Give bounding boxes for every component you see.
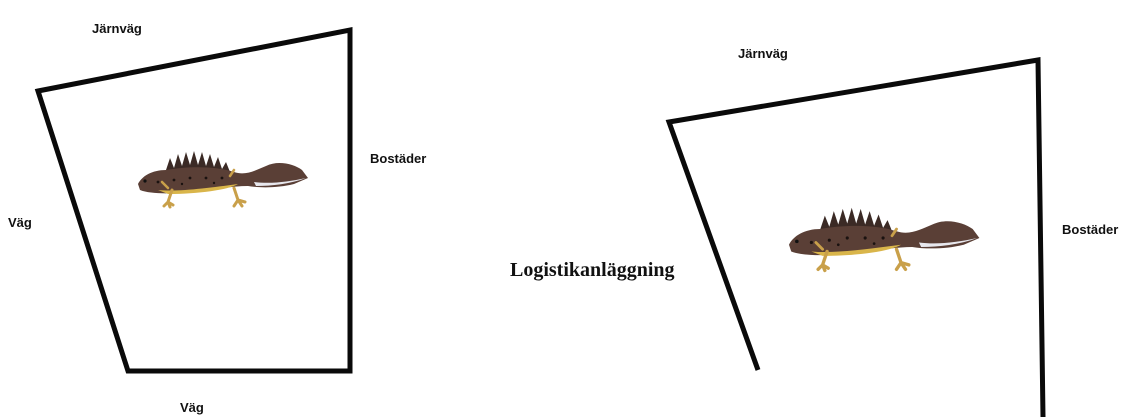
habitat-boundary bbox=[38, 30, 350, 371]
label-right: Bostäder bbox=[1062, 222, 1118, 237]
diagram-1: Järnväg Bostäder Väg Väg bbox=[8, 21, 426, 415]
diagram-2: Järnväg Bostäder Logistikanläggning bbox=[510, 46, 1118, 417]
label-left: Logistikanläggning bbox=[510, 259, 675, 281]
label-top: Järnväg bbox=[92, 21, 142, 36]
crested-newt-icon bbox=[789, 208, 979, 271]
label-top: Järnväg bbox=[738, 46, 788, 61]
crested-newt-icon bbox=[138, 151, 308, 207]
label-right: Bostäder bbox=[370, 151, 426, 166]
label-left: Väg bbox=[8, 215, 32, 230]
label-bottom: Väg bbox=[180, 400, 204, 415]
